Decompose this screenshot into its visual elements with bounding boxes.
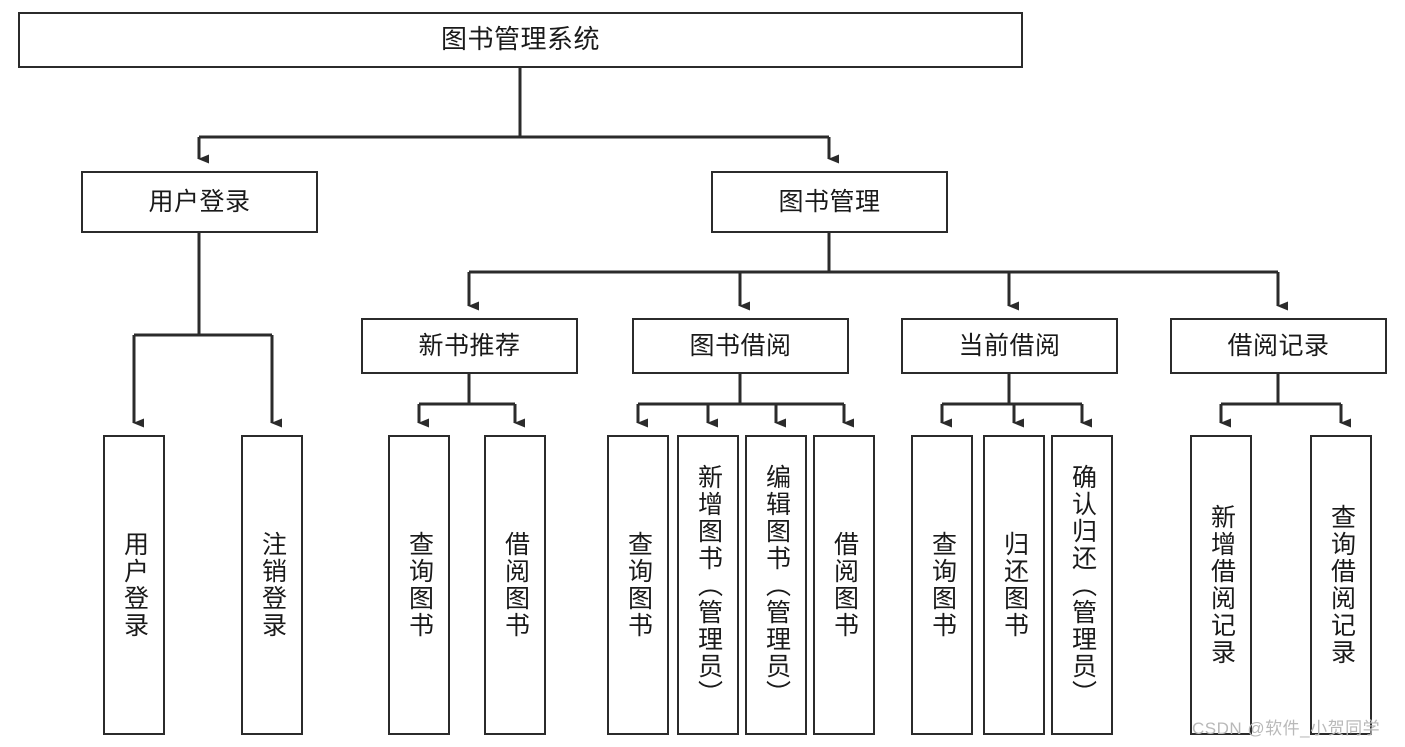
node-leaf-user-login[interactable]: 用户登录 — [103, 435, 165, 735]
node-leaf-add-record[interactable]: 新增借阅记录 — [1190, 435, 1252, 735]
node-leaf-edit-book[interactable]: 编辑图书（管理员） — [745, 435, 807, 735]
node-borrow-record[interactable]: 借阅记录 — [1170, 318, 1387, 374]
node-book-manage-label: 图书管理 — [778, 188, 881, 216]
node-leaf-user-logout-label: 注销登录 — [258, 531, 287, 639]
node-leaf-query-book-1-label: 查询图书 — [405, 531, 434, 639]
node-leaf-user-logout[interactable]: 注销登录 — [241, 435, 303, 735]
node-leaf-add-record-label: 新增借阅记录 — [1207, 504, 1236, 666]
node-book-borrow[interactable]: 图书借阅 — [632, 318, 849, 374]
node-leaf-query-book-1[interactable]: 查询图书 — [388, 435, 450, 735]
node-leaf-add-book-label: 新增图书（管理员） — [694, 463, 723, 707]
node-leaf-query-book-2[interactable]: 查询图书 — [607, 435, 669, 735]
node-user-login-label: 用户登录 — [148, 188, 251, 216]
node-leaf-return-book-label: 归还图书 — [1000, 531, 1029, 639]
node-root-system[interactable]: 图书管理系统 — [18, 12, 1023, 68]
node-leaf-edit-book-label: 编辑图书（管理员） — [762, 463, 791, 707]
node-borrow-record-label: 借阅记录 — [1227, 332, 1330, 360]
node-new-book-rec[interactable]: 新书推荐 — [361, 318, 578, 374]
node-leaf-user-login-label: 用户登录 — [120, 531, 149, 639]
node-book-borrow-label: 图书借阅 — [689, 332, 792, 360]
edges — [132, 68, 1351, 428]
node-leaf-query-record[interactable]: 查询借阅记录 — [1310, 435, 1372, 735]
node-leaf-borrow-book-2-label: 借阅图书 — [830, 531, 859, 639]
node-leaf-return-book[interactable]: 归还图书 — [983, 435, 1045, 735]
node-leaf-borrow-book-1-label: 借阅图书 — [501, 531, 530, 639]
node-leaf-borrow-book-2[interactable]: 借阅图书 — [813, 435, 875, 735]
node-root-system-label: 图书管理系统 — [440, 24, 600, 55]
node-leaf-query-book-2-label: 查询图书 — [624, 531, 653, 639]
node-leaf-confirm-return[interactable]: 确认归还（管理员） — [1051, 435, 1113, 735]
node-leaf-confirm-return-label: 确认归还（管理员） — [1068, 463, 1097, 707]
node-user-login[interactable]: 用户登录 — [81, 171, 318, 233]
node-leaf-query-book-3-label: 查询图书 — [928, 531, 957, 639]
node-leaf-add-book[interactable]: 新增图书（管理员） — [677, 435, 739, 735]
node-current-borrow[interactable]: 当前借阅 — [901, 318, 1118, 374]
node-leaf-query-record-label: 查询借阅记录 — [1327, 504, 1356, 666]
node-leaf-query-book-3[interactable]: 查询图书 — [911, 435, 973, 735]
node-book-manage[interactable]: 图书管理 — [711, 171, 948, 233]
node-leaf-borrow-book-1[interactable]: 借阅图书 — [484, 435, 546, 735]
node-new-book-rec-label: 新书推荐 — [418, 332, 521, 360]
node-current-borrow-label: 当前借阅 — [958, 332, 1061, 360]
